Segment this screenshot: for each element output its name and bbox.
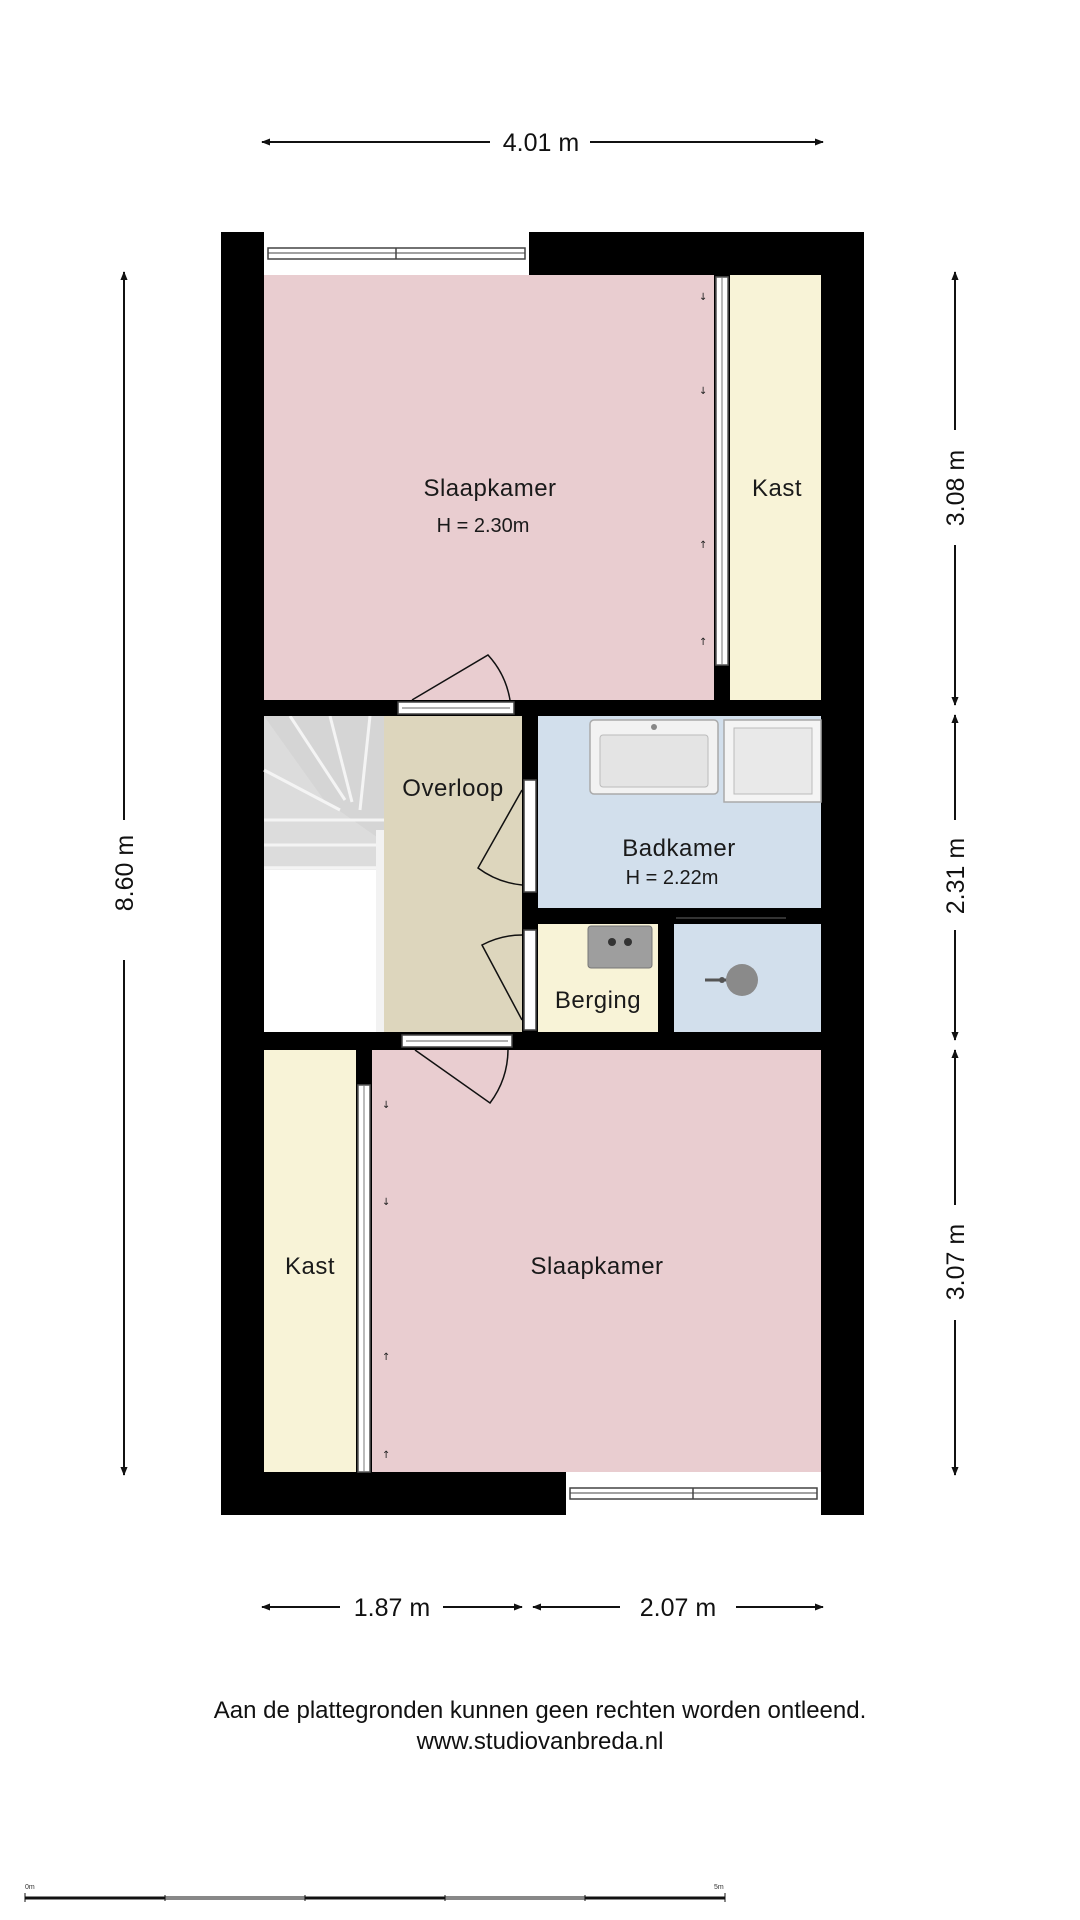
dimension-right-middle-label: 2.31 m	[942, 838, 970, 914]
dimension-right-bottom: 3.07 m	[942, 1049, 970, 1476]
dimension-right-top-label: 3.08 m	[942, 450, 970, 526]
svg-text:↑: ↑	[382, 1352, 390, 1363]
dimension-bottom-right-label: 2.07 m	[640, 1594, 716, 1622]
label-landing: Overloop	[402, 775, 503, 802]
label-bathroom: Badkamer	[622, 835, 735, 862]
door-bedroom-top	[397, 654, 515, 715]
room-closet-top	[730, 275, 821, 700]
dimension-bottom-right: 2.07 m	[532, 1594, 824, 1622]
room-landing	[384, 716, 522, 1032]
window-bottom	[566, 1472, 821, 1515]
staircase	[263, 715, 384, 1032]
room-bedroom-top	[264, 275, 714, 700]
website-text: www.studiovanbreda.nl	[416, 1728, 664, 1755]
door-bathroom	[477, 779, 537, 893]
dimension-top: 4.01 m	[261, 129, 824, 157]
dimension-top-label: 4.01 m	[503, 129, 579, 157]
room-closet-bottom	[264, 1050, 356, 1472]
height-bathroom: H = 2.22m	[626, 867, 719, 889]
scale-bar-start-label: 0m	[25, 1884, 35, 1891]
label-closet-bottom: Kast	[285, 1253, 335, 1280]
dimension-left-label: 8.60 m	[111, 835, 139, 911]
svg-text:↓: ↓	[699, 292, 707, 303]
svg-text:↑: ↑	[699, 540, 707, 551]
svg-text:↑: ↑	[382, 1450, 390, 1461]
bathtub-icon	[589, 719, 719, 795]
svg-text:↓: ↓	[699, 386, 707, 397]
svg-text:↓: ↓	[382, 1100, 390, 1111]
label-bedroom-bottom: Slaapkamer	[530, 1253, 663, 1280]
label-bedroom-top: Slaapkamer	[423, 475, 556, 502]
shower-icon	[723, 719, 822, 803]
dimension-right-middle: 2.31 m	[942, 714, 970, 1041]
svg-text:↓: ↓	[382, 1197, 390, 1208]
height-bedroom-top: H = 2.30m	[437, 515, 530, 537]
sliding-door-closet-top	[715, 276, 729, 666]
room-bedroom-bottom	[372, 1050, 821, 1472]
disclaimer-text: Aan de plattegronden kunnen geen rechten…	[214, 1697, 867, 1724]
label-storage: Berging	[555, 987, 641, 1014]
scale-bar-end-label: 5m	[714, 1884, 724, 1891]
scale-bar: 0m 5m	[24, 1884, 726, 1902]
window-top	[264, 232, 529, 275]
toilet-icon	[676, 917, 786, 996]
label-closet-top: Kast	[752, 475, 802, 502]
dimension-left: 8.60 m	[111, 271, 139, 1476]
sliding-door-closet-bottom	[357, 1084, 371, 1473]
door-storage	[480, 929, 537, 1031]
door-bedroom-bottom	[401, 1034, 513, 1105]
svg-text:↑: ↑	[699, 637, 707, 648]
dimension-right-bottom-label: 3.07 m	[942, 1224, 970, 1300]
dimension-bottom-left-label: 1.87 m	[354, 1594, 430, 1622]
washbasin-icon	[587, 925, 653, 969]
dimension-right-top: 3.08 m	[942, 271, 970, 706]
closet-arrows: ↓ ↓ ↑ ↑ ↓ ↓ ↑ ↑	[382, 292, 707, 1461]
dimension-bottom-left: 1.87 m	[261, 1594, 523, 1622]
